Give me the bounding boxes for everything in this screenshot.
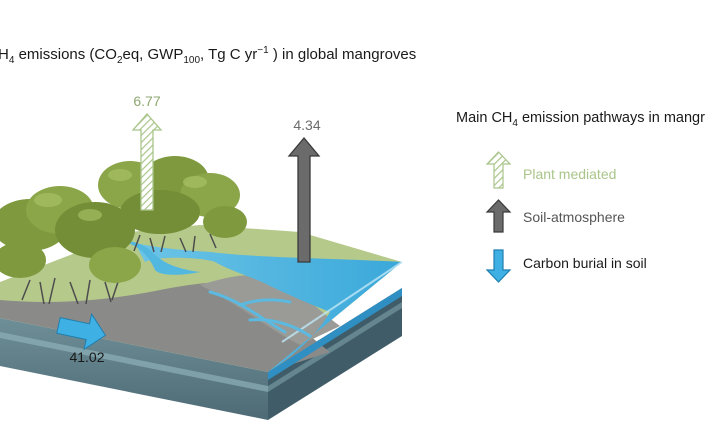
soil-layer-stripe xyxy=(0,332,268,392)
soil-layer-stripe-right xyxy=(268,302,402,392)
legend-hatched-up-arrow-icon xyxy=(485,151,512,189)
legend-gray-up-arrow-icon xyxy=(485,199,512,233)
soil-atmosphere-value: 4.34 xyxy=(293,117,320,133)
legend-label-plant-mediated: Plant mediated xyxy=(523,166,616,182)
figure-title: H4 emissions (CO2eq, GWP100, Tg C yr−1 )… xyxy=(0,45,416,66)
legend-label-carbon-burial: Carbon burial in soil xyxy=(523,255,647,271)
plant-mediated-value: 6.77 xyxy=(133,93,160,109)
legend-label-soil-atmosphere: Soil-atmosphere xyxy=(523,209,625,225)
soil-side-front xyxy=(0,318,268,420)
soil-side-right xyxy=(268,288,402,420)
water-wave-edge xyxy=(281,261,403,343)
legend-title: Main CH4 emission pathways in mangr xyxy=(456,110,705,129)
carbon-burial-arrow-icon xyxy=(56,312,107,351)
river-inlet xyxy=(125,241,200,275)
tidal-creeks xyxy=(208,290,312,338)
plant-mediated-arrow-icon xyxy=(131,113,163,211)
soil-atmosphere-arrow-icon xyxy=(287,136,321,263)
legend: Main CH4 emission pathways in mangr Plan… xyxy=(456,110,705,283)
water-body xyxy=(137,244,402,372)
landscape-block xyxy=(0,156,403,420)
carbon-burial-value: 41.02 xyxy=(69,349,104,365)
legend-blue-down-arrow-icon xyxy=(485,249,512,283)
water-front-side xyxy=(268,288,402,380)
mangrove-trees xyxy=(0,156,247,305)
